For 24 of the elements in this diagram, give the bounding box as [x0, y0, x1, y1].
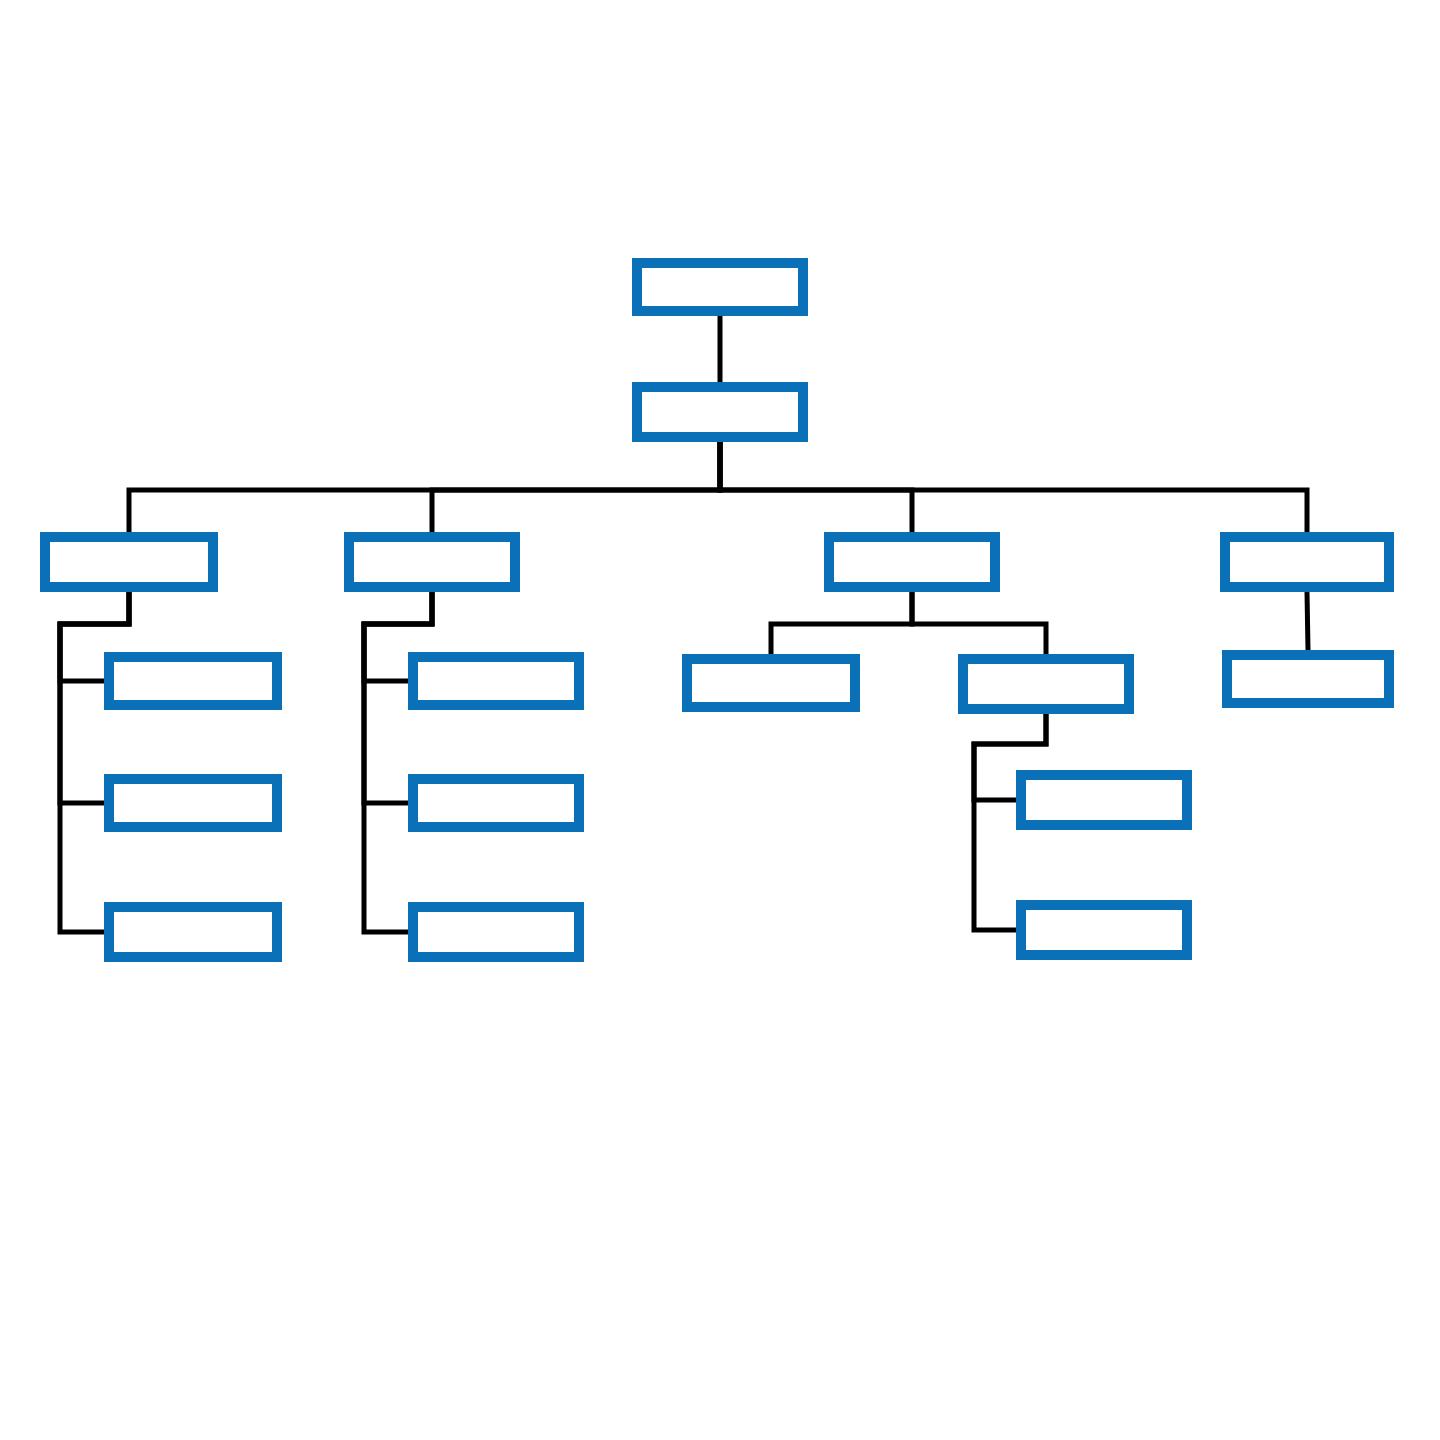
connector-line [57, 592, 132, 935]
empty-box [104, 652, 282, 710]
empty-box [408, 902, 584, 962]
connector-line [717, 316, 723, 382]
connector-line [1304, 591, 1311, 651]
empty-box [408, 652, 584, 710]
empty-box [1222, 650, 1394, 708]
connector-line [971, 714, 1049, 933]
empty-box [824, 532, 1000, 592]
empty-box [958, 654, 1134, 714]
connector-line [909, 592, 1049, 654]
empty-box [408, 774, 584, 832]
empty-box [682, 654, 860, 712]
empty-box [1220, 532, 1394, 592]
empty-box [344, 532, 520, 592]
connector-line [717, 442, 1310, 532]
empty-box [104, 774, 282, 832]
empty-box [104, 902, 282, 962]
empty-box [40, 532, 218, 592]
empty-box [1016, 900, 1192, 960]
empty-box [1016, 770, 1192, 830]
empty-box [632, 382, 808, 442]
empty-box [632, 258, 808, 316]
connector-line [361, 592, 435, 935]
